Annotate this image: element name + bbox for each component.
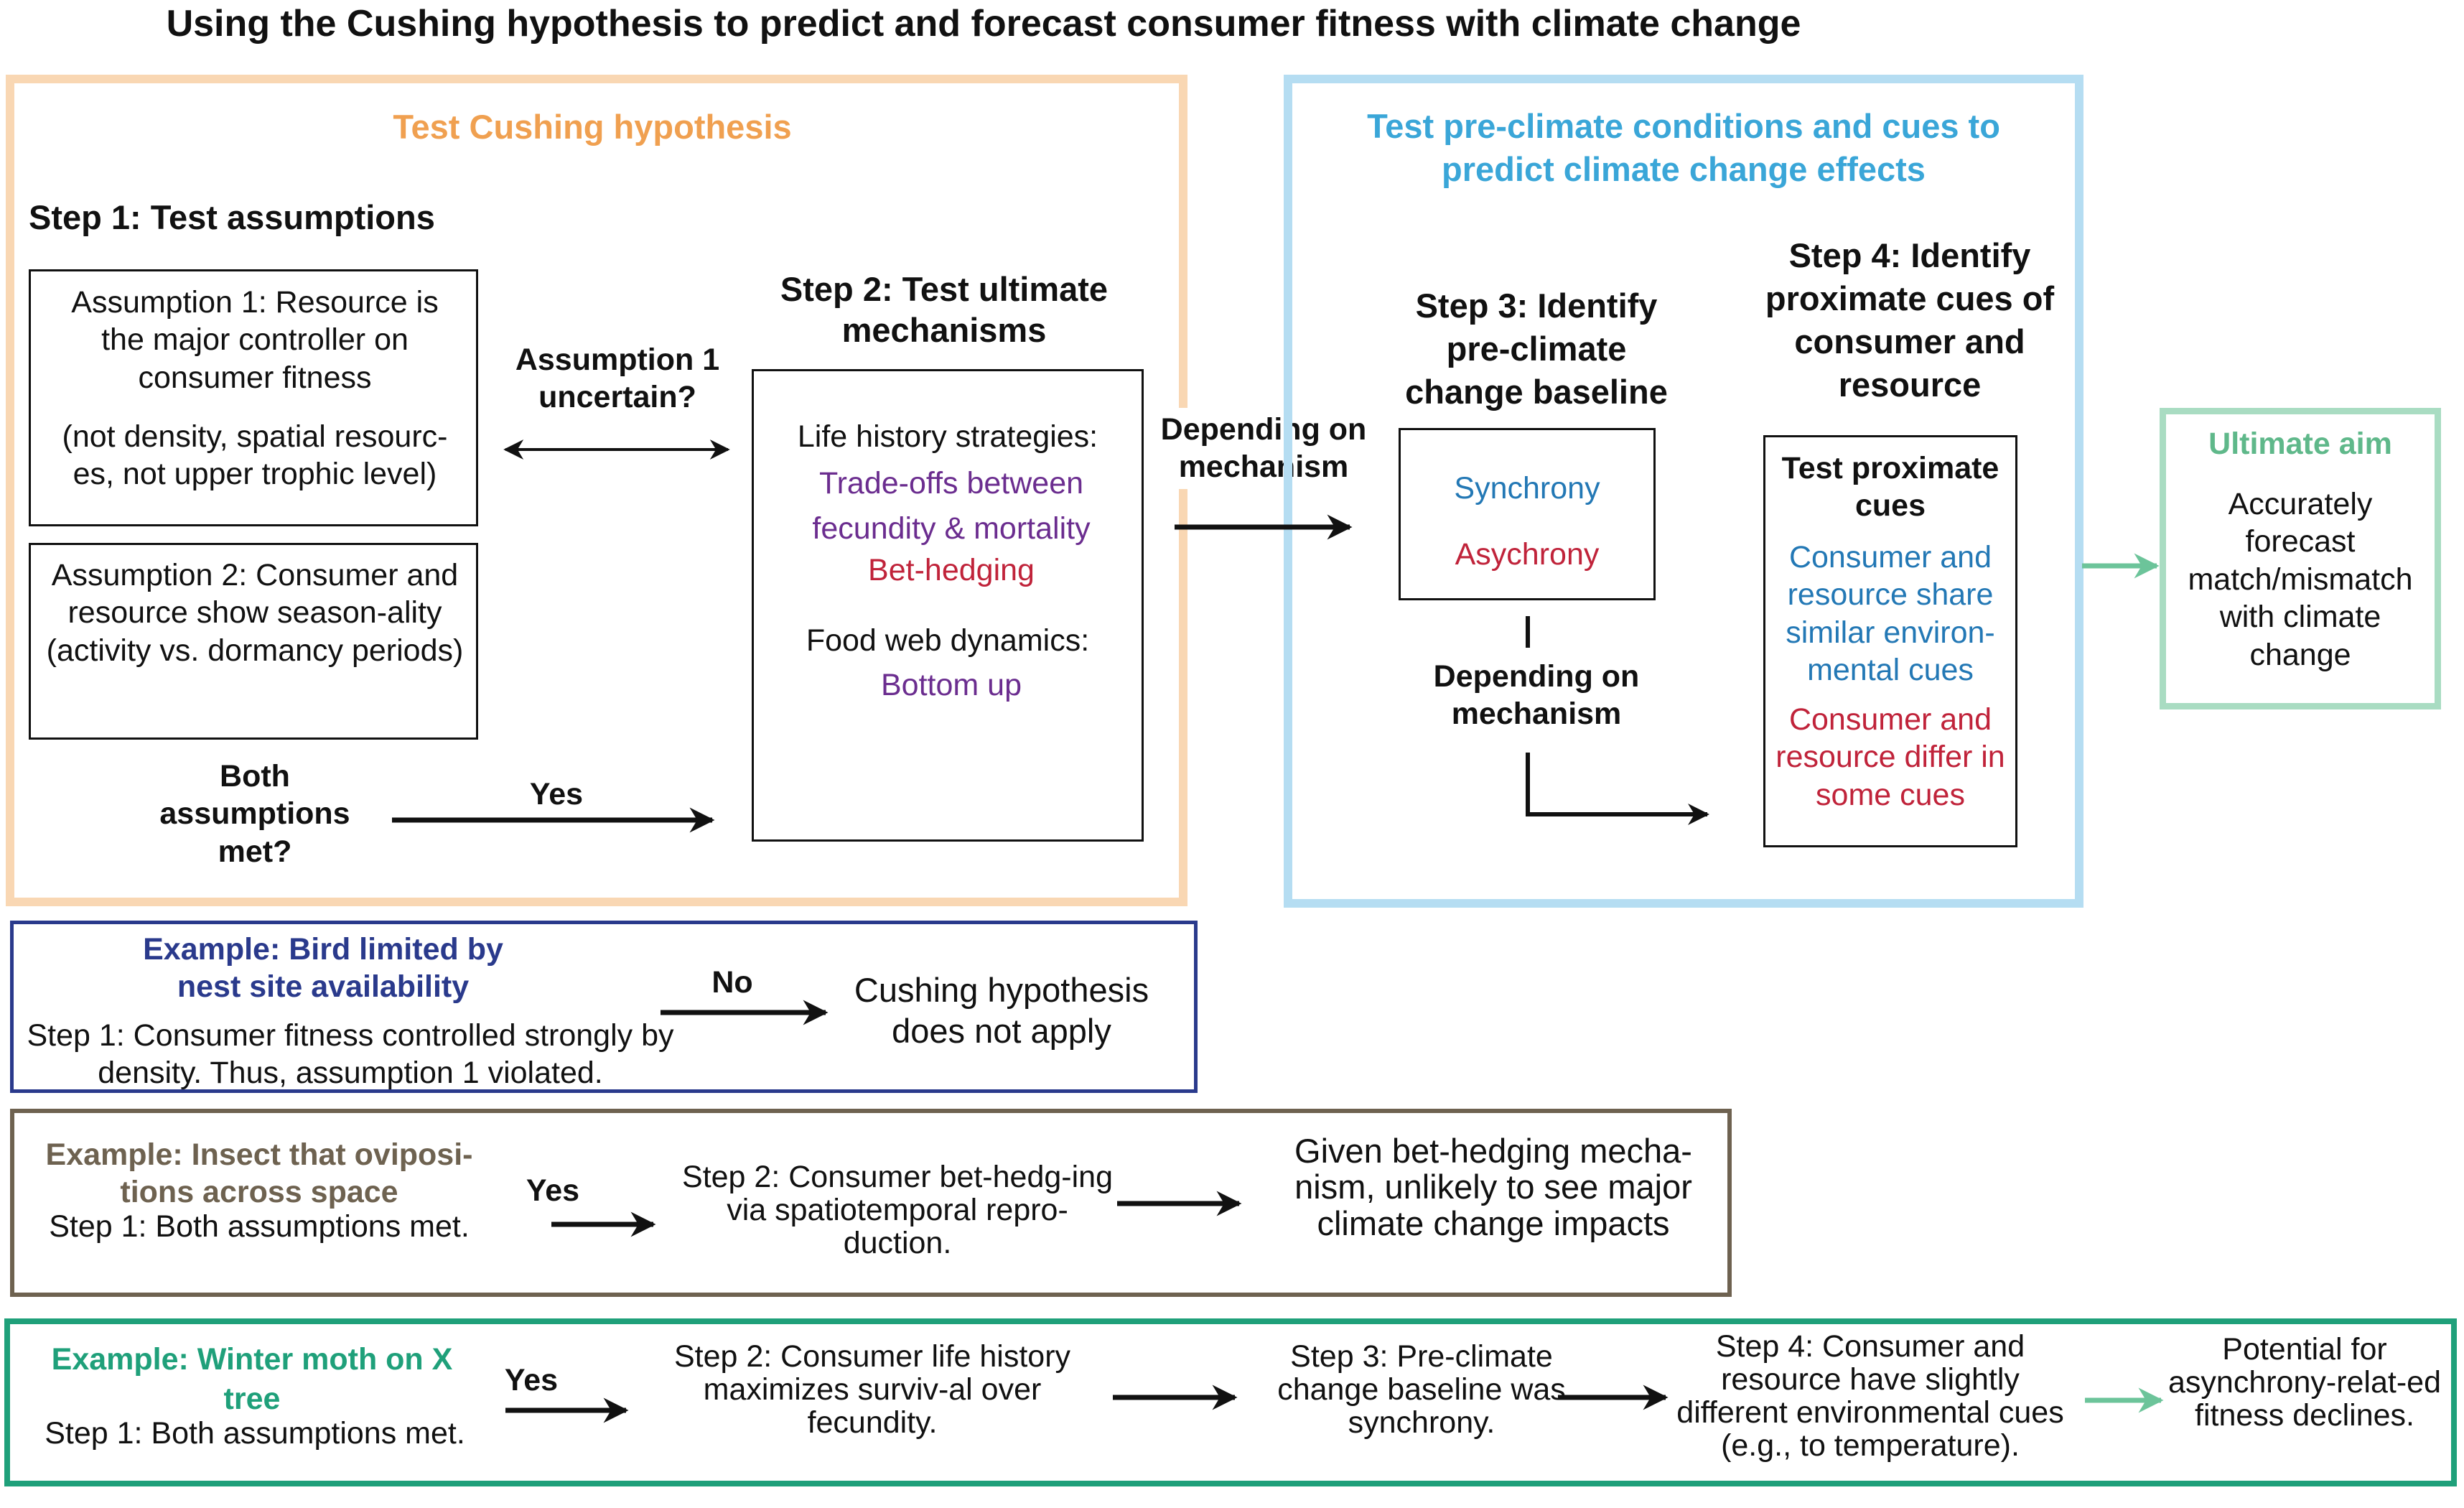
example-bird-no-label: No: [711, 965, 753, 1000]
example-insect-panel: [10, 1109, 1732, 1297]
test-cues-label: Test proximate cues: [1781, 451, 1999, 523]
bottom-up-text: Bottom up: [881, 668, 1022, 702]
step3-to-step4-arrow: [1526, 753, 1709, 825]
cues-share-text: Consumer and resource share similar envi…: [1786, 540, 1995, 688]
step3-depending-label: Depending on mechanism: [1433, 659, 1640, 732]
preclimate-heading: Test pre-climate conditions and cues to …: [1367, 107, 2000, 189]
aim-text: Accurately forecast match/mismatch with …: [2188, 487, 2413, 672]
cushing-heading: Test Cushing hypothesis: [393, 108, 792, 146]
example-moth-step3: Step 3: Pre-climate change baseline was …: [1277, 1339, 1566, 1440]
depending-on-mechanism-label: Depending on mechanism: [1149, 408, 1378, 489]
bet-hedging-text: Bet-hedging: [868, 553, 1035, 587]
example-insect-outcome: Given bet-hedging mecha-nism, unlikely t…: [1294, 1132, 1692, 1242]
synchrony-text: Synchrony: [1454, 471, 1600, 506]
yes-label: Yes: [529, 777, 584, 811]
step4-title: Step 4: Identify proximate cues of consu…: [1765, 236, 2055, 404]
step4-box: [1763, 435, 2017, 847]
example-moth-heading: Example: Winter moth on X tree: [51, 1342, 453, 1416]
both-assumptions-label: Both assumptions met?: [159, 759, 350, 869]
example-moth-step2: Step 2: Consumer life history maximizes …: [673, 1339, 1071, 1440]
example-insect-heading: Example: Insect that oviposi-tions acros…: [45, 1137, 473, 1210]
example-bird-step1: Step 1: Consumer fitness controlled stro…: [27, 1018, 674, 1091]
preclimate-panel: [1284, 75, 2083, 908]
example-bird-panel: [10, 921, 1198, 1093]
assumption2-text: Assumption 2: Consumer and resource show…: [46, 558, 464, 668]
assumption1-text: Assumption 1: Resource is the major cont…: [71, 285, 439, 395]
food-web-label: Food web dynamics:: [806, 623, 1090, 658]
example-bird-outcome: Cushing hypothesis does not apply: [854, 971, 1149, 1051]
example-moth-outcome: Potential for asynchrony-relat-ed fitnes…: [2167, 1332, 2441, 1433]
assumption2-box: [29, 543, 478, 740]
step1-title: Step 1: Test assumptions: [29, 198, 435, 236]
aim-panel: [2160, 408, 2441, 709]
example-moth-yes-label: Yes: [504, 1363, 559, 1397]
example-moth-step1: Step 1: Both assumptions met.: [45, 1416, 465, 1451]
aim-heading: Ultimate aim: [2208, 427, 2392, 461]
example-moth-step4: Step 4: Consumer and resource have sligh…: [1676, 1329, 2064, 1463]
assumption1-note: (not density, spatial resourc-es, not up…: [62, 419, 448, 492]
cues-differ-text: Consumer and resource differ in some cue…: [1775, 702, 2005, 812]
example-bird-heading: Example: Bird limited by nest site avail…: [143, 932, 503, 1005]
step2-title: Step 2: Test ultimate mechanisms: [780, 270, 1109, 350]
assumption1-uncertain-label: Assumption 1 uncertain?: [515, 343, 720, 415]
figure-title: Using the Cushing hypothesis to predict …: [166, 3, 1801, 45]
cushing-panel: [6, 75, 1187, 906]
step3-box: [1399, 428, 1656, 600]
example-insect-step1: Step 1: Both assumptions met.: [49, 1209, 470, 1244]
life-history-label: Life history strategies:: [797, 419, 1098, 454]
example-insect-step2: Step 2: Consumer bet-hedg-ing via spatio…: [682, 1160, 1113, 1260]
step2-box: [752, 369, 1144, 842]
asynchrony-text: Asychrony: [1455, 537, 1600, 572]
step3-title: Step 3: Identify pre-climate change base…: [1405, 287, 1668, 411]
tradeoffs-text: Trade-offs between fecundity & mortality: [812, 466, 1091, 546]
assumption1-box: [29, 269, 478, 526]
example-moth-panel: [4, 1318, 2457, 1486]
example-insect-yes-label: Yes: [526, 1173, 580, 1208]
